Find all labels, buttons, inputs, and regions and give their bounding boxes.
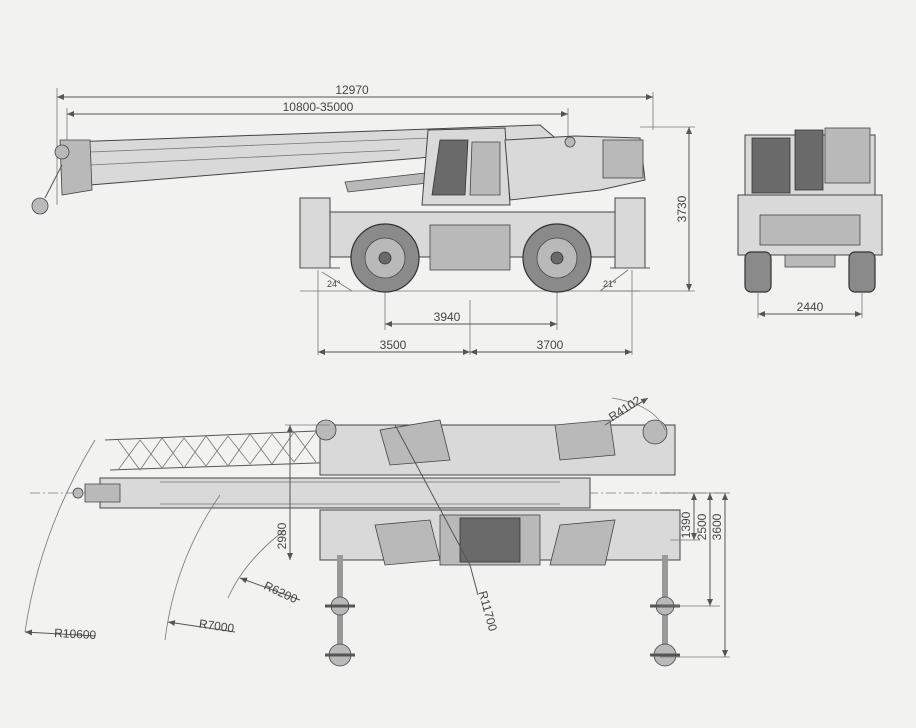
r6200-label: R6200 [262, 579, 300, 607]
arc-6200 [227, 529, 286, 599]
approach-angle-label: 24° [327, 279, 341, 289]
top-view: R4102 R11700 R6200 R7000 R10600 2980 139… [24, 393, 730, 667]
lattice-jib [104, 429, 346, 471]
r7000-label: R7000 [198, 617, 235, 636]
outriggers [325, 555, 680, 667]
rear-wheel [522, 223, 592, 293]
dim-3600-label: 3600 [710, 513, 724, 540]
front-wheel [350, 223, 420, 293]
dim-2980-label: 2980 [275, 522, 289, 549]
dim-2500-label: 2500 [695, 513, 709, 540]
rear-view: 2440 [737, 127, 883, 318]
rear-right-tire [848, 251, 876, 293]
arc-4102 [611, 397, 666, 431]
departure-angle-label: 21° [603, 279, 617, 289]
wheelbase-label: 3940 [434, 310, 461, 324]
dim-1390-label: 1390 [679, 511, 693, 538]
width-label: 2440 [797, 300, 824, 314]
front-overhang-label: 3500 [380, 338, 407, 352]
arc-7000 [164, 494, 221, 641]
side-view: 12970 10800-35000 3730 3940 3500 3700 24… [31, 83, 695, 355]
rear-left-tire [744, 251, 772, 293]
r10600-label: R10600 [54, 626, 97, 642]
r11700-label: R11700 [476, 589, 500, 633]
boom-length-label: 10800-35000 [283, 100, 354, 114]
rear-overhang-label: 3700 [537, 338, 564, 352]
top-boom [99, 477, 591, 509]
height-label: 3730 [675, 195, 689, 222]
arc-10600 [24, 439, 96, 633]
overall-length-label: 12970 [335, 83, 369, 97]
r4102-label: R4102 [606, 393, 644, 424]
